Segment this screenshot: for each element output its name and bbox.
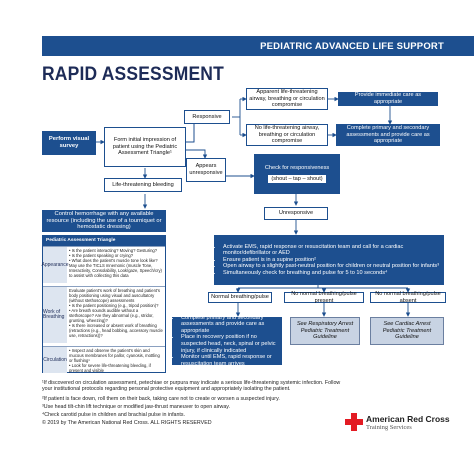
table-row: Appearance • Is the patient interacting?…	[42, 246, 165, 283]
responsive-box: Responsive	[184, 110, 230, 124]
row-text-circulation: • Inspect and observe the patient's skin…	[69, 348, 160, 373]
table-row: Circulation • Inspect and observe the pa…	[43, 346, 165, 373]
control-hemorrhage-box: Control hemorrhage with any available re…	[42, 210, 166, 232]
row-label-work-of-breathing: Work of Breathing	[43, 287, 67, 343]
no-normal-pulse-present-box: No normal breathing/pulse present	[284, 291, 364, 304]
triangle-table-title: Pediatric Assessment Triangle	[43, 236, 165, 246]
page-title: RAPID ASSESSMENT	[42, 64, 224, 85]
perform-visual-survey-box: Perform visual survey	[42, 131, 96, 155]
complete-assessments-box: Complete primary and secondary assessmen…	[336, 124, 440, 146]
activate-ems-box: Activate EMS, rapid response or resuscit…	[214, 235, 444, 285]
cardiac-arrest-box: See Cardiac Arrest Pediatric Treatment G…	[370, 317, 444, 345]
unresponsive-box: Unresponsive	[264, 207, 328, 220]
initial-impression-box: Form initial impression of patient using…	[104, 127, 186, 167]
footnote-4: ⁴Check carotid pulse in children and bra…	[42, 412, 186, 418]
apparent-compromise-box: Apparent life-threatening airway, breath…	[246, 88, 328, 110]
monitor-item: Monitor until EMS, rapid response or res…	[181, 354, 279, 367]
activate-ems-item: Activate EMS, rapid response or resuscit…	[223, 244, 441, 257]
life-threatening-bleeding-box: Life-threatening bleeding	[104, 178, 182, 192]
logo-subtitle: Training Services	[366, 424, 412, 431]
no-compromise-box: No life-threatening airway, breathing or…	[246, 124, 328, 146]
respiratory-arrest-box: See Respiratory Arrest Pediatric Treatme…	[290, 317, 360, 345]
shout-tap-shout-text: (shout – tap – shout)	[268, 174, 326, 184]
open-airway-item: Open airway to a slightly past-neutral p…	[223, 263, 441, 270]
row-label-appearance: Appearance	[42, 247, 68, 283]
complete-care-list: Complete primary and secondary assessmen…	[175, 315, 279, 368]
complete-care-list-box: Complete primary and secondary assessmen…	[172, 315, 282, 368]
appears-unresponsive-box: Appears unresponsive	[186, 158, 226, 182]
check-breathing-pulse-item: Simultaneously check for breathing and p…	[223, 270, 441, 277]
check-responsiveness-text: Check for responsiveness	[264, 164, 330, 171]
activate-ems-list: Activate EMS, rapid response or resuscit…	[217, 244, 441, 277]
recovery-position-item: Place in recovery position if no suspect…	[181, 334, 279, 354]
check-responsiveness-box: Check for responsiveness (shout – tap – …	[254, 154, 340, 194]
table-row: Work of Breathing Evaluate patient's wor…	[43, 286, 165, 343]
header-banner: PEDIATRIC ADVANCED LIFE SUPPORT	[42, 36, 474, 56]
row-text-appearance: • Is the patient interacting? Moving? Ge…	[69, 248, 162, 278]
row-label-circulation: Circulation	[43, 347, 67, 373]
complete-care-item: Complete primary and secondary assessmen…	[181, 315, 279, 335]
normal-breathing-box: Normal breathing/pulse	[208, 292, 272, 303]
copyright: © 2019 by The American National Red Cros…	[42, 420, 212, 426]
red-cross-logo-icon	[345, 413, 363, 431]
logo-name: American Red Cross	[366, 414, 450, 424]
supine-position-item: Ensure patient is in a supine position²	[223, 257, 441, 264]
immediate-care-box: Provide immediate care as appropriate	[338, 92, 438, 106]
no-normal-pulse-absent-box: No normal breathing/pulse absent	[370, 291, 446, 304]
footnote-2: ²If patient is face down, roll them on t…	[42, 396, 280, 402]
pediatric-assessment-triangle-table: Pediatric Assessment Triangle Appearance…	[42, 235, 166, 373]
footnote-1: ¹If discovered on circulation assessment…	[42, 380, 341, 393]
row-text-work-of-breathing: Evaluate patient's work of breathing and…	[69, 288, 163, 338]
footnote-3: ³Use head tilt-chin lift technique or mo…	[42, 404, 231, 410]
